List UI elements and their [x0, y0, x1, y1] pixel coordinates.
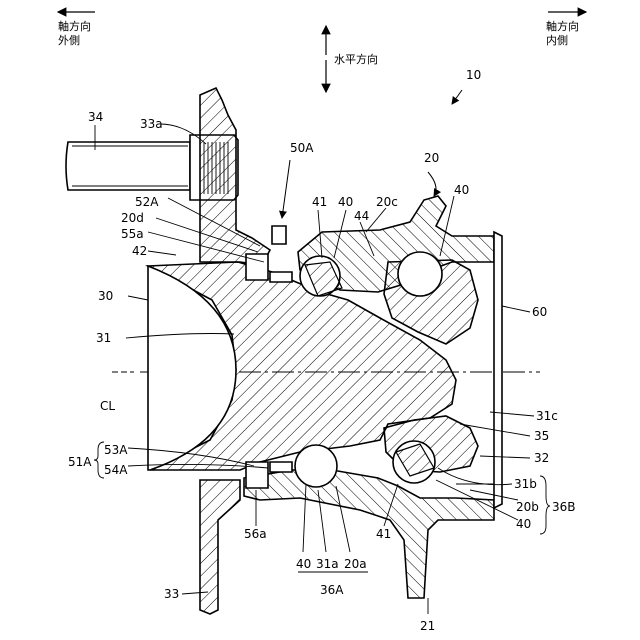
label-51A: 51A: [68, 455, 92, 469]
label-31a: 31a: [316, 557, 339, 571]
label-20b: 20b: [516, 500, 539, 514]
label-10: 10: [466, 68, 481, 82]
label-20c: 20c: [376, 195, 398, 209]
label-20d: 20d: [121, 211, 144, 225]
label-33a: 33a: [140, 117, 163, 131]
axial-inner-label-1: 軸方向: [546, 19, 579, 33]
label-41-top: 41: [312, 195, 327, 209]
label-40-right: 40: [516, 517, 531, 531]
label-40-top-right: 40: [454, 183, 469, 197]
label-55a: 55a: [121, 227, 144, 241]
label-31b: 31b: [514, 477, 537, 491]
label-50A: 50A: [290, 141, 314, 155]
label-60: 60: [532, 305, 547, 319]
label-44: 44: [354, 209, 369, 223]
label-33: 33: [164, 587, 179, 601]
label-54A: 54A: [104, 463, 128, 477]
axial-outer-label-2: 外側: [58, 34, 80, 47]
axial-inner-label-2: 内側: [546, 33, 568, 47]
label-36B: 36B: [552, 500, 576, 514]
label-53A: 53A: [104, 443, 128, 457]
label-CL: CL: [100, 399, 115, 413]
label-42: 42: [132, 244, 147, 258]
label-20: 20: [424, 151, 439, 165]
label-56a: 56a: [244, 527, 267, 541]
label-21: 21: [420, 619, 435, 633]
horizontal-label: 水平方向: [334, 52, 378, 66]
label-30: 30: [98, 289, 113, 303]
label-36A: 36A: [320, 583, 344, 597]
label-52A: 52A: [135, 195, 159, 209]
label-35: 35: [534, 429, 549, 443]
label-40-top: 40: [338, 195, 353, 209]
label-20a: 20a: [344, 557, 367, 571]
label-41-bottom: 41: [376, 527, 391, 541]
label-40-bottom: 40: [296, 557, 311, 571]
label-31c: 31c: [536, 409, 558, 423]
label-34: 34: [88, 110, 103, 124]
label-32: 32: [534, 451, 549, 465]
axial-outer-label-1: 軸方向: [58, 19, 91, 33]
label-31: 31: [96, 331, 111, 345]
